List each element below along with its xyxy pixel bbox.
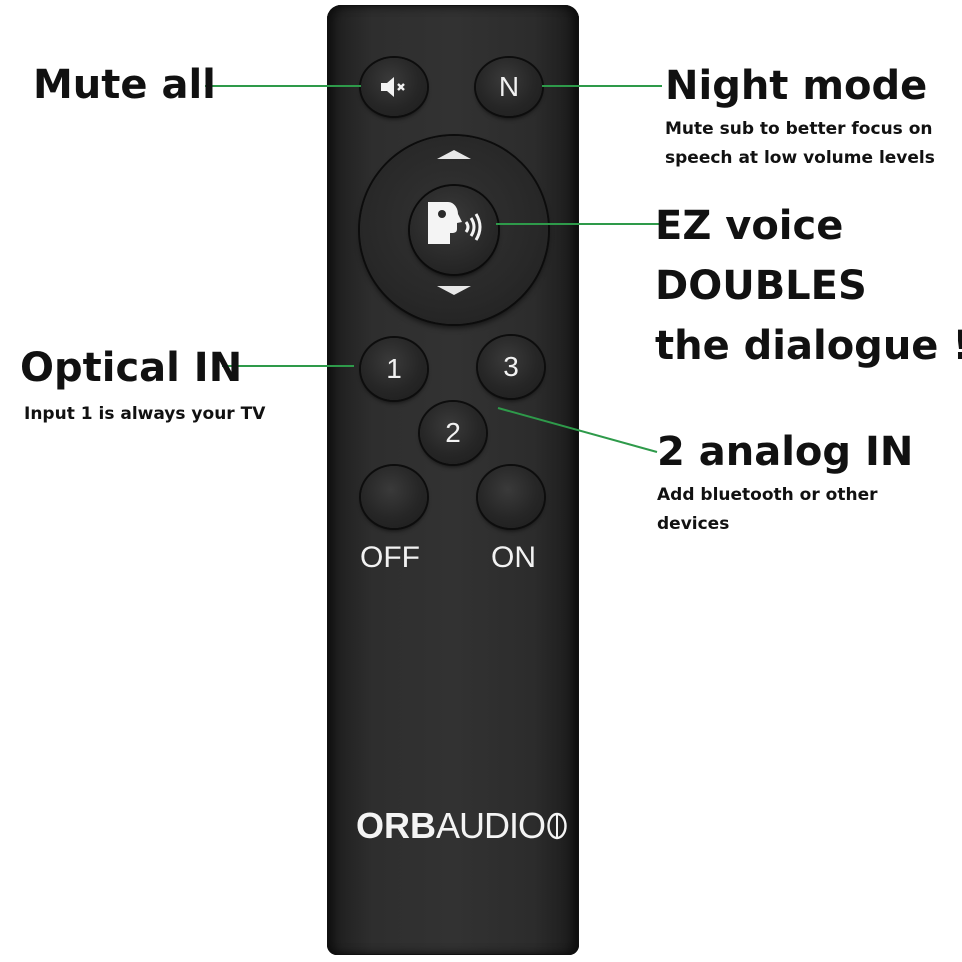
analog-in-label: 2 analog IN: [657, 429, 914, 475]
power-off-button[interactable]: [361, 466, 427, 528]
input-1-label: 1: [386, 353, 402, 384]
night-mode-desc-2: speech at low volume levels: [665, 148, 935, 168]
input-1-button[interactable]: 1: [361, 338, 427, 400]
optical-in-desc: Input 1 is always your TV: [24, 404, 266, 424]
input-3-label: 3: [503, 351, 519, 382]
ez-voice-label: EZ voice: [655, 203, 844, 249]
speaker-mute-icon: [381, 77, 405, 97]
triangle-up-icon[interactable]: [437, 150, 471, 159]
off-label: OFF: [360, 541, 420, 574]
optical-in-label: Optical IN: [20, 345, 243, 391]
triangle-down-icon[interactable]: [437, 286, 471, 295]
logo-circle-icon: [547, 812, 567, 840]
power-on-button[interactable]: [478, 466, 544, 528]
mute-all-label: Mute all: [33, 62, 216, 108]
logo-light-text: AUDIO: [436, 805, 546, 846]
analog-in-desc-1: Add bluetooth or other: [657, 485, 878, 505]
logo-bold-text: ORB: [356, 805, 436, 846]
ez-voice-doubles: DOUBLES: [655, 263, 867, 309]
night-mode-label: Night mode: [665, 63, 928, 109]
input-3-button[interactable]: 3: [478, 336, 544, 398]
analog-leader-line: [497, 407, 658, 453]
on-label: ON: [491, 541, 536, 574]
input-2-button[interactable]: 2: [420, 402, 486, 464]
mute-button[interactable]: [361, 58, 427, 116]
night-mode-desc-1: Mute sub to better focus on: [665, 119, 933, 139]
night-button-label: N: [498, 71, 520, 102]
night-mode-button[interactable]: N: [476, 58, 542, 116]
input-2-label: 2: [445, 417, 461, 448]
orb-audio-logo: ORB AUDIO: [356, 805, 569, 846]
analog-in-desc-2: devices: [657, 514, 730, 534]
ez-voice-dialogue: the dialogue !: [655, 323, 962, 369]
speaking-head-icon: [428, 202, 482, 244]
